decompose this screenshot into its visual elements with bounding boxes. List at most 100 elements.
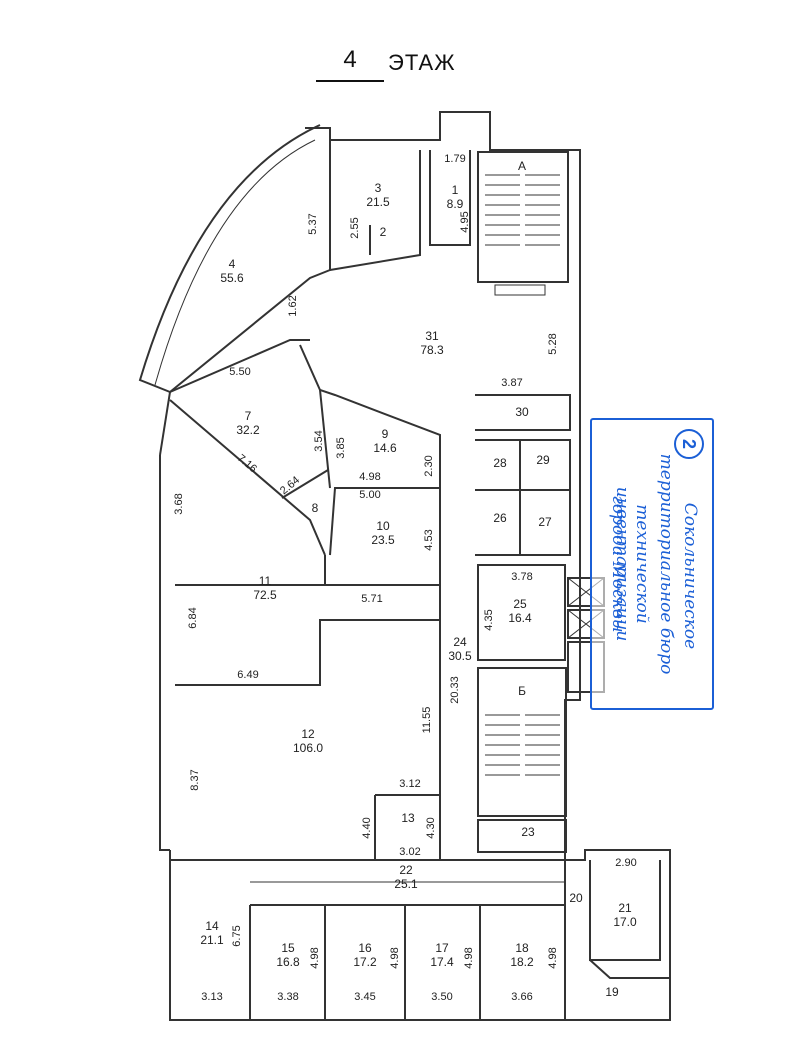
room-17-label: 17 — [435, 941, 449, 955]
room-23-box — [477, 819, 567, 853]
room-22-label: 22 — [399, 863, 413, 877]
lift-cross — [567, 577, 605, 639]
dim: 2.90 — [615, 857, 636, 869]
room-24-area: 30.5 — [448, 649, 472, 663]
dim: 7.16 — [235, 452, 259, 475]
room-3-area: 21.5 — [366, 195, 390, 209]
dim: 5.71 — [361, 593, 382, 605]
dim-line — [250, 600, 565, 883]
dim: 8.37 — [189, 769, 201, 790]
room-22-area: 25.1 — [394, 877, 418, 891]
dim: 1.79 — [444, 153, 465, 165]
wall — [475, 439, 521, 556]
wall — [169, 140, 331, 393]
wall — [169, 339, 310, 393]
room-25-label: 25 — [513, 597, 527, 611]
wall — [520, 439, 571, 556]
wall — [475, 394, 571, 431]
outer-wall-left — [159, 455, 170, 851]
wedge-wall — [159, 391, 171, 456]
dim: 4.98 — [389, 947, 401, 968]
room-15-label: 15 — [281, 941, 295, 955]
wall — [329, 150, 421, 271]
dim: 3.78 — [511, 571, 532, 583]
room-7-area: 32.2 — [236, 423, 260, 437]
room-10-area: 23.5 — [371, 533, 395, 547]
dim: 3.66 — [511, 991, 532, 1003]
room-31-label: 31 — [425, 329, 439, 343]
stamp-line-1: Сокольническое — [680, 502, 700, 650]
room-7-label: 7 — [245, 409, 252, 423]
room-2-label: 2 — [380, 225, 387, 239]
dim: 3.87 — [501, 377, 522, 389]
wall — [429, 150, 471, 246]
dim: 4.40 — [361, 817, 373, 838]
dim: 3.50 — [431, 991, 452, 1003]
stair-b-label: Б — [518, 684, 526, 698]
room-10-label: 10 — [376, 519, 390, 533]
room-11-label: 11 — [259, 574, 272, 588]
dim: 2.30 — [423, 455, 435, 476]
dim: 6.75 — [231, 925, 243, 946]
room-13-label: 13 — [401, 811, 415, 825]
dim: 4.35 — [483, 609, 495, 630]
room-12-area: 106.0 — [293, 741, 323, 755]
stair-a-label: А — [518, 159, 526, 173]
dim: 3.12 — [399, 778, 420, 790]
room-29-label: 29 — [536, 453, 550, 467]
curved-facade — [138, 124, 321, 393]
dim: 3.13 — [201, 991, 222, 1003]
stamp-content: 2 Сокольническое территориальное бюро те… — [600, 429, 704, 699]
wall — [169, 399, 326, 556]
outer-wall — [169, 111, 671, 1021]
dim: 6.84 — [187, 607, 199, 628]
room-4-label: 4 — [229, 257, 236, 271]
bti-stamp: 2 Сокольническое территориальное бюро те… — [590, 418, 714, 710]
floor-number: 4 — [343, 46, 357, 73]
room-26-label: 26 — [493, 511, 507, 525]
room-24-label: 24 — [453, 635, 467, 649]
room-4-area: 55.6 — [220, 271, 244, 285]
room-9-area: 14.6 — [373, 441, 397, 455]
dim: 3.54 — [313, 430, 325, 451]
dim: 2.55 — [349, 217, 361, 238]
dim: 4.30 — [425, 817, 437, 838]
room-27-label: 27 — [538, 515, 552, 529]
room-14-label: 14 — [205, 919, 219, 933]
room-18-label: 18 — [515, 941, 529, 955]
wall — [589, 860, 661, 961]
room-28-label: 28 — [493, 456, 507, 470]
dim: 4.98 — [547, 947, 559, 968]
dim: 5.00 — [359, 489, 380, 501]
dim: 4.98 — [463, 947, 475, 968]
lift-bar — [494, 284, 546, 296]
wall — [477, 564, 566, 661]
dim: 4.95 — [459, 211, 471, 232]
room-1-label: 1 — [452, 183, 459, 197]
room-11-area: 72.5 — [253, 588, 277, 602]
room-21-label: 21 — [618, 901, 632, 915]
room-25-area: 16.4 — [508, 611, 532, 625]
dim: 20.33 — [449, 676, 461, 704]
room-16-area: 17.2 — [353, 955, 377, 969]
room-1-area: 8.9 — [447, 197, 464, 211]
stair-treads — [485, 174, 560, 246]
wall — [589, 959, 670, 979]
wall — [319, 389, 331, 489]
wall — [175, 619, 440, 686]
dim: 3.02 — [399, 846, 420, 858]
room-14-area: 21.1 — [200, 933, 224, 947]
room-3-label: 3 — [375, 181, 382, 195]
stair-treads — [485, 714, 560, 776]
dim: 3.38 — [277, 991, 298, 1003]
dim: 5.37 — [307, 213, 319, 234]
floor-number-underline — [316, 80, 384, 82]
dim: 3.85 — [335, 437, 347, 458]
curved-facade-inner — [154, 139, 316, 386]
dim: 11.55 — [421, 707, 433, 734]
room-15-area: 16.8 — [276, 955, 300, 969]
room-19-label: 19 — [605, 985, 619, 999]
room-23-label: 23 — [521, 825, 535, 839]
floor-word: ЭТАЖ — [388, 50, 456, 75]
